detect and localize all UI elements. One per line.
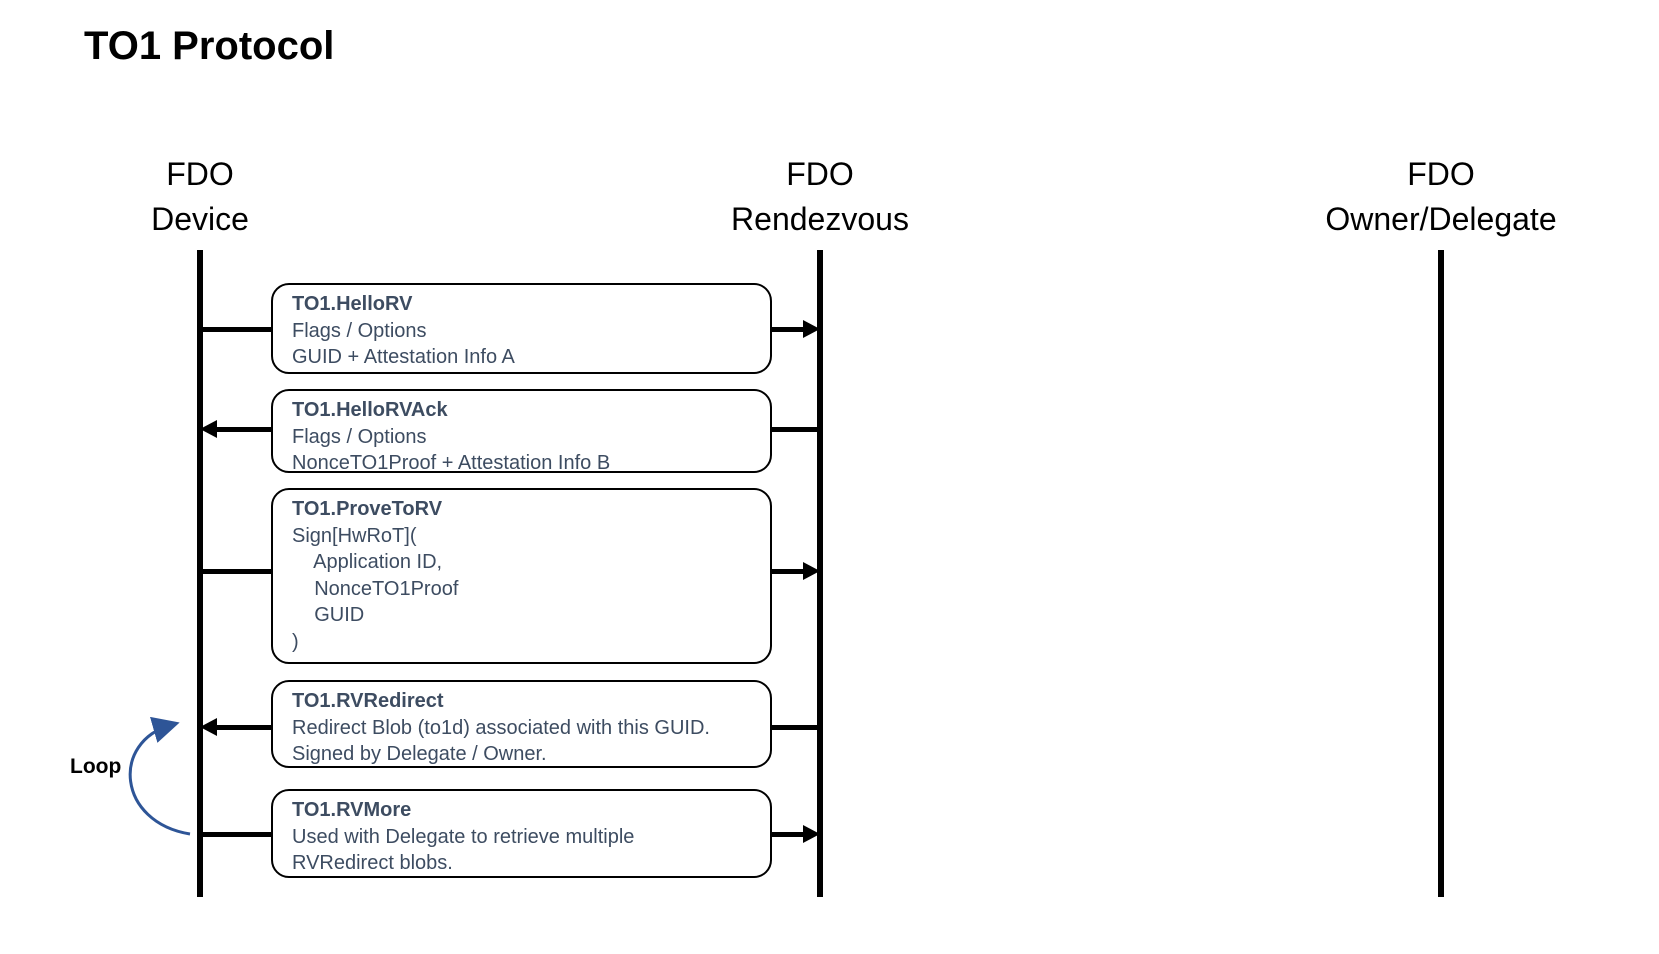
message-line: GUID [292,604,365,626]
loop-label: Loop [70,755,122,778]
message-line: Flags / Options [292,319,427,342]
actor-label-owner: FDO Owner/Delegate [1261,152,1621,242]
message-title: TO1.ProveToRV [292,498,443,520]
message-box-rvredirect: TO1.RVRedirect Redirect Blob (to1d) asso… [271,680,772,768]
message-title: TO1.RVRedirect [292,690,444,712]
arrowhead-left-icon [200,420,217,438]
actor-label-device: FDO Device [20,152,380,242]
message-line: Application ID, [292,551,443,573]
message-line: Sign[HwRoT]( [292,524,417,547]
message-line: GUID + Attestation Info A [292,346,515,368]
message-body: Sign[HwRoT]( Application ID, NonceTO1Pro… [292,523,758,656]
lifeline-rendezvous [817,250,823,897]
arrowhead-right-icon [803,825,820,843]
message-title: TO1.HelloRV [292,293,413,315]
message-line: NonceTO1Proof [292,577,459,600]
message-line: Used with Delegate to retrieve multiple [292,825,635,848]
loop-arrow-icon [128,716,191,836]
actor-rendezvous-line1: FDO [786,156,854,192]
message-line: Redirect Blob (to1d) associated with thi… [292,716,710,739]
arrowhead-left-icon [200,718,217,736]
actor-device-line2: Device [151,201,249,237]
actor-owner-line1: FDO [1407,156,1475,192]
message-title: TO1.HelloRVAck [292,399,448,421]
message-line: NonceTO1Proof + Attestation Info B [292,452,611,474]
arrowhead-right-icon [803,320,820,338]
actor-device-line1: FDO [166,156,234,192]
lifeline-owner [1438,250,1444,897]
message-title: TO1.RVMore [292,799,412,821]
message-body: Redirect Blob (to1d) associated with thi… [292,715,758,768]
diagram-title: TO1 Protocol [84,24,335,68]
message-line: RVRedirect blobs. [292,852,453,874]
message-box-provetorv: TO1.ProveToRV Sign[HwRoT]( Application I… [271,488,772,664]
actor-owner-line2: Owner/Delegate [1325,201,1557,237]
message-box-rvmore: TO1.RVMore Used with Delegate to retriev… [271,789,772,878]
message-line: ) [292,630,299,653]
actor-label-rendezvous: FDO Rendezvous [640,152,1000,242]
message-line: Signed by Delegate / Owner. [292,743,547,765]
arrowhead-right-icon [803,562,820,580]
message-line: Flags / Options [292,425,427,448]
actor-rendezvous-line2: Rendezvous [731,201,909,237]
